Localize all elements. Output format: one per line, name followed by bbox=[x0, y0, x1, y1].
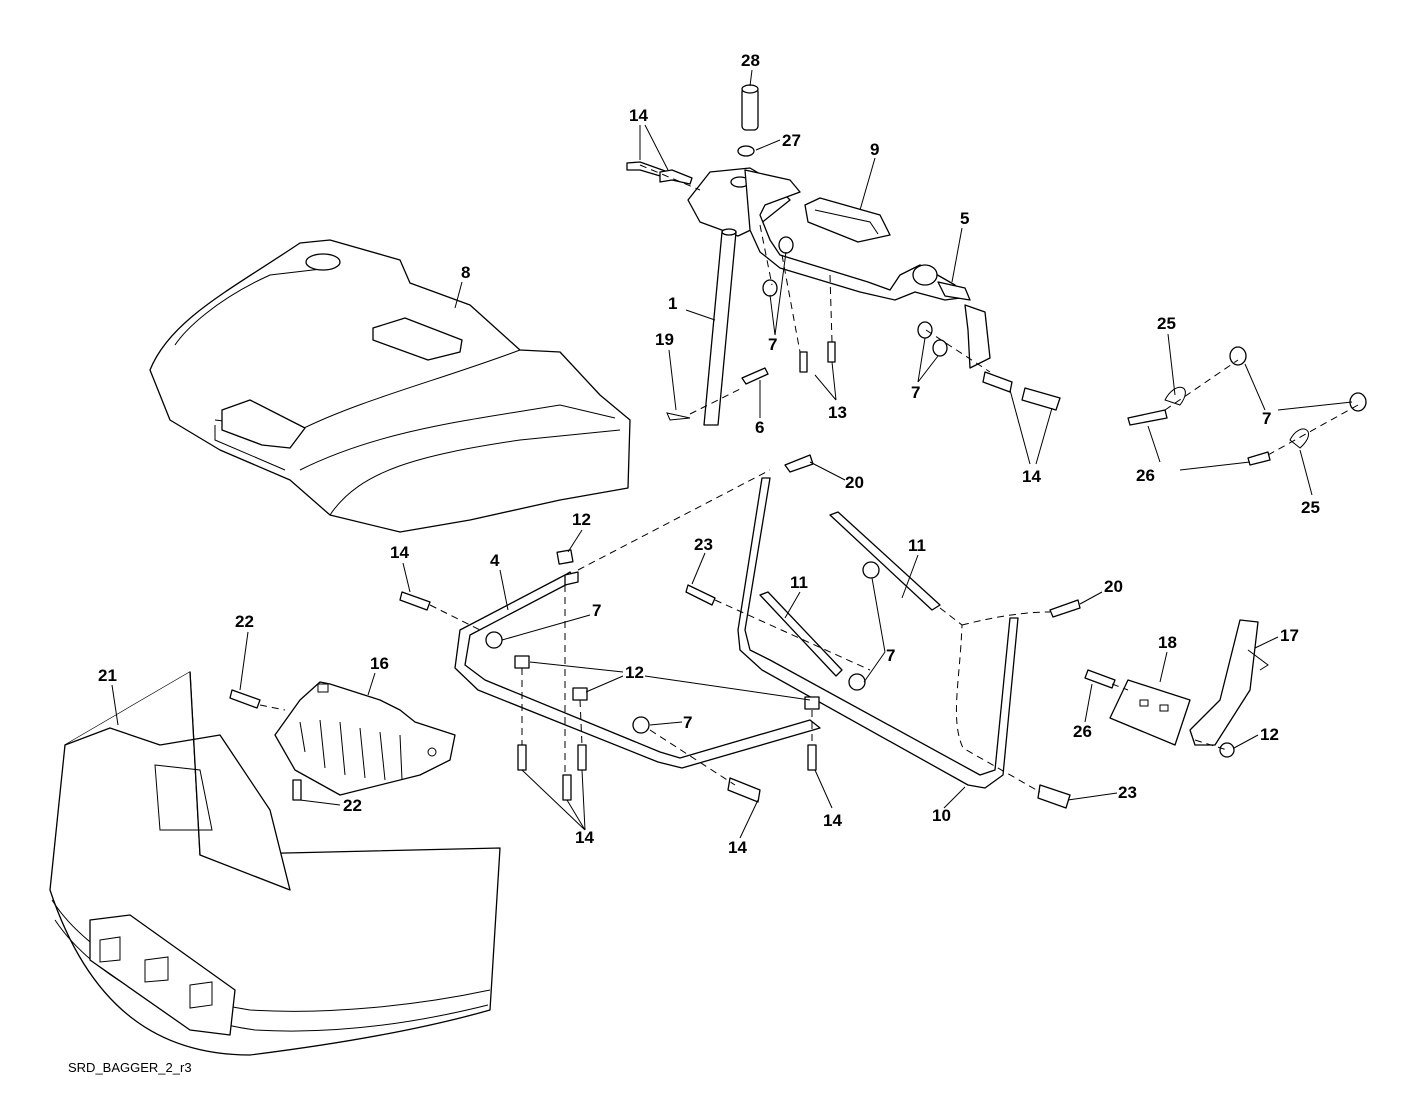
mount-plate bbox=[1109, 679, 1191, 746]
hood-cover bbox=[149, 239, 631, 533]
callout-5: 5 bbox=[960, 209, 969, 228]
callout-22-top: 22 bbox=[235, 612, 254, 631]
callout-7-e: 7 bbox=[683, 713, 692, 732]
callout-11-a: 11 bbox=[908, 536, 926, 555]
callout-14-right: 14 bbox=[1022, 467, 1041, 486]
shield-plate bbox=[274, 681, 456, 796]
assembly-lines bbox=[259, 164, 1359, 793]
callout-12-bottom-right: 12 bbox=[1260, 725, 1279, 744]
lower-frame bbox=[454, 571, 821, 769]
callout-14-bottom-1: 14 bbox=[575, 828, 594, 847]
callout-16: 16 bbox=[370, 654, 389, 673]
callout-20-top: 20 bbox=[845, 473, 864, 492]
callout-27: 27 bbox=[782, 131, 801, 150]
callout-14-bottom-2: 14 bbox=[728, 838, 747, 857]
callout-4: 4 bbox=[490, 551, 500, 570]
side-bracket bbox=[1189, 619, 1269, 746]
callout-23-bottom: 23 bbox=[1118, 783, 1137, 802]
callout-11-b: 11 bbox=[790, 573, 808, 592]
callout-18: 18 bbox=[1158, 633, 1177, 652]
callout-14-bottom-3: 14 bbox=[823, 811, 842, 830]
callout-12-top: 12 bbox=[572, 510, 591, 529]
rear-frame bbox=[737, 477, 1019, 789]
callout-28: 28 bbox=[741, 51, 760, 70]
callout-25-bottom: 25 bbox=[1301, 498, 1320, 517]
callout-21: 21 bbox=[98, 666, 117, 685]
hardware bbox=[229, 161, 1367, 809]
handle-bracket bbox=[687, 167, 991, 369]
vertical-rod bbox=[703, 228, 737, 426]
hair-clip bbox=[666, 367, 769, 421]
callout-7-far: 7 bbox=[1262, 409, 1271, 428]
callout-7-d: 7 bbox=[592, 601, 601, 620]
callout-labels: 28 27 14 9 8 5 1 19 7 6 13 7 14 25 7 26 … bbox=[98, 51, 1320, 857]
callout-17: 17 bbox=[1280, 626, 1299, 645]
strut-rods bbox=[759, 511, 941, 677]
callout-1: 1 bbox=[668, 294, 677, 313]
collection-bag bbox=[49, 671, 501, 1056]
callout-12-mid: 12 bbox=[625, 663, 644, 682]
callout-26-far: 26 bbox=[1136, 466, 1155, 485]
leader-lines bbox=[111, 69, 1353, 839]
callout-7-c: 7 bbox=[886, 646, 895, 665]
callout-23-top: 23 bbox=[694, 535, 713, 554]
callout-22-bottom: 22 bbox=[343, 796, 362, 815]
tube-cap bbox=[737, 84, 759, 157]
callout-7-a: 7 bbox=[768, 335, 777, 354]
callout-13: 13 bbox=[828, 403, 847, 422]
callout-19: 19 bbox=[655, 330, 674, 349]
callout-25-top: 25 bbox=[1157, 314, 1176, 333]
callout-14-top: 14 bbox=[629, 106, 648, 125]
callout-10: 10 bbox=[932, 806, 951, 825]
callout-26-bottom-right: 26 bbox=[1073, 722, 1092, 741]
callout-6: 6 bbox=[755, 418, 764, 437]
callout-8: 8 bbox=[461, 263, 470, 282]
callout-9: 9 bbox=[870, 140, 879, 159]
drawing-code: SRD_BAGGER_2_r3 bbox=[68, 1060, 192, 1075]
callout-20-right: 20 bbox=[1104, 577, 1123, 596]
callout-14-left: 14 bbox=[390, 543, 409, 562]
callout-7-b: 7 bbox=[911, 383, 920, 402]
